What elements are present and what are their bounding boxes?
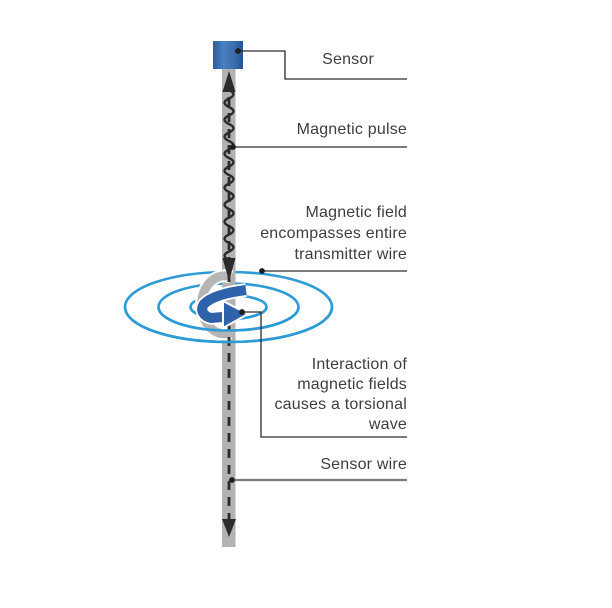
dot-interaction	[239, 309, 245, 315]
sensor-wire-label: Sensor wire	[320, 456, 407, 473]
torsional-wave-arrow	[195, 283, 251, 330]
dot-sensor-wire	[229, 477, 235, 483]
sensor-block	[213, 41, 243, 69]
dot-magnetic-pulse	[230, 144, 236, 150]
pulse-down-arrowhead	[222, 258, 236, 281]
dot-sensor	[235, 48, 241, 54]
magnetic-field-label: Magnetic field encompasses entire transm…	[260, 204, 407, 263]
pulse-up-arrowhead	[222, 71, 236, 92]
dot-magnetic-field	[259, 268, 265, 274]
sensor-label: Sensor	[322, 51, 374, 68]
wire-bottom-arrowhead	[222, 519, 236, 537]
interaction-label: Interaction of magnetic fields causes a …	[274, 356, 407, 433]
leader-lines	[233, 50, 407, 438]
leader-dots	[229, 48, 265, 483]
torsion-arrowhead	[222, 299, 251, 330]
leader-interaction	[242, 311, 407, 438]
magnetic-pulse-wave	[223, 88, 235, 262]
magnetic-pulse-label: Magnetic pulse	[296, 121, 407, 138]
leader-sensor	[238, 50, 407, 80]
